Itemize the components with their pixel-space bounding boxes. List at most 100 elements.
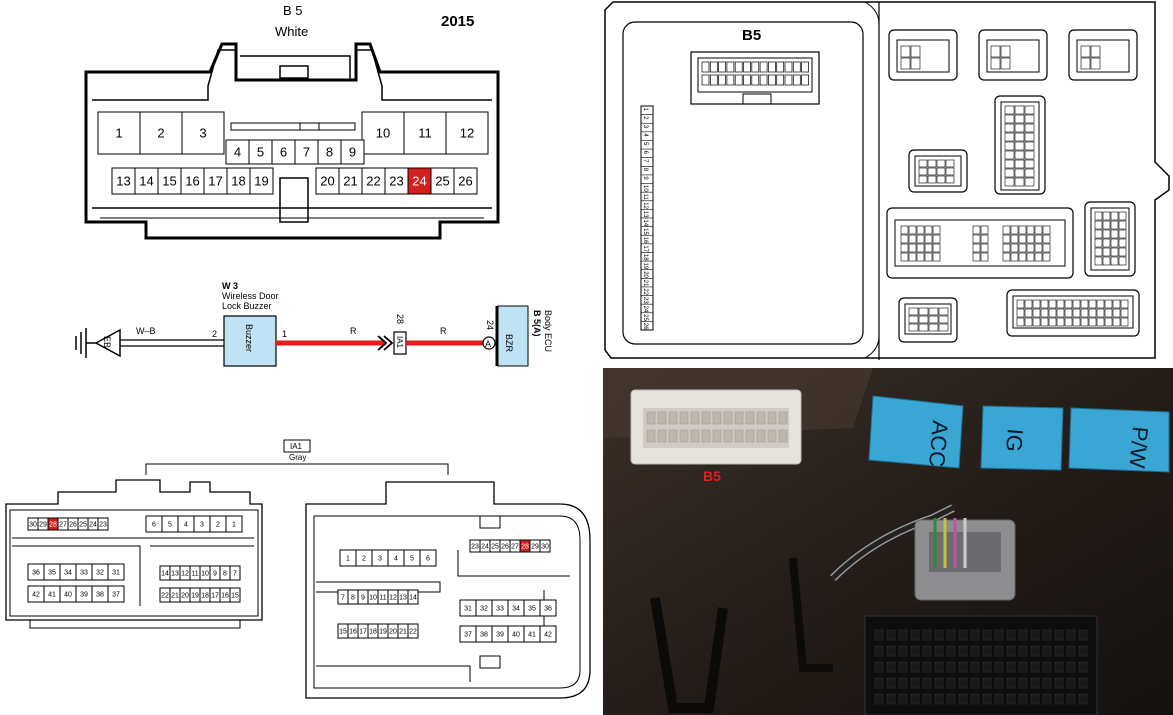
socket-cavity <box>792 61 801 73</box>
ia1-right-pin: 6 <box>419 549 437 567</box>
b5-strip-pin: 26 <box>641 321 653 330</box>
fuse-cavity <box>1024 317 1033 327</box>
svg-text:20: 20 <box>642 271 648 278</box>
fuse-cavity <box>1104 308 1113 318</box>
socket-cavity <box>759 74 768 86</box>
socket-cavity <box>768 61 776 73</box>
fuse-cavity <box>1024 141 1035 151</box>
svg-text:37: 37 <box>464 632 472 639</box>
ia1-left-pin: 20 <box>179 587 191 603</box>
svg-text:34: 34 <box>512 606 520 613</box>
ia1-left-pin: 1 <box>225 515 243 533</box>
photo-black-cavity <box>910 629 920 641</box>
ia1-left-pin: 21 <box>169 587 181 603</box>
svg-text:18: 18 <box>231 174 245 189</box>
svg-text:17: 17 <box>211 593 219 600</box>
connector-arrow-icon <box>377 335 394 351</box>
photo-black-cavity <box>1054 661 1064 673</box>
svg-text:16: 16 <box>221 593 229 600</box>
socket-cavity <box>726 74 735 86</box>
fuse-cavity <box>980 243 989 253</box>
fuse-cavity <box>1032 308 1041 318</box>
photo-black-cavity <box>970 629 980 641</box>
b5-middle-pin: 5 <box>248 139 273 165</box>
svg-text:21: 21 <box>343 174 357 189</box>
ia1-right-pin: 41 <box>523 625 541 643</box>
buzzer-pin-out: 1 <box>282 329 287 339</box>
photo-black-cavity <box>1018 677 1028 689</box>
svg-text:41: 41 <box>528 632 536 639</box>
fuse-cavity <box>972 225 981 235</box>
fuse-cavity <box>1004 105 1015 115</box>
connector-block-bottom-left <box>898 297 958 343</box>
ia1-left-pin: 14 <box>159 565 171 581</box>
photo-black-cavity <box>1054 677 1064 689</box>
ia1-left-pin: 11 <box>189 565 201 581</box>
junction-label: IA1 <box>395 336 404 349</box>
svg-text:1: 1 <box>232 522 236 529</box>
svg-text:4: 4 <box>184 522 188 529</box>
svg-text:4: 4 <box>642 133 648 137</box>
fuse-cavity <box>1014 132 1025 142</box>
photo-black-cavity <box>910 693 920 705</box>
b5-strip-pin: 11 <box>641 191 653 201</box>
fuse-cavity <box>938 307 949 316</box>
ia1-right-pin: 32 <box>475 599 493 617</box>
fuse-cavity <box>1024 105 1035 115</box>
photo-pin-cavity <box>756 411 766 425</box>
fuse-cavity <box>1016 299 1025 309</box>
fuse-cavity <box>1032 299 1041 309</box>
fuse-cavity <box>1094 238 1103 248</box>
svg-text:23: 23 <box>389 174 403 189</box>
fuse-cavity <box>1004 123 1015 133</box>
ia1-right-pin: 9 <box>357 589 369 605</box>
ia1-left-pin: 16 <box>219 587 231 603</box>
fuse-cavity <box>1002 225 1011 235</box>
svg-text:9: 9 <box>349 145 356 160</box>
fuse-cavity <box>1004 132 1015 142</box>
fuse-cavity <box>1110 211 1119 221</box>
fuse-cavity <box>990 45 1001 58</box>
ecu-pin: 24 <box>485 320 495 330</box>
svg-text:3: 3 <box>200 522 204 529</box>
fuse-cavity <box>927 175 937 184</box>
fuse-cavity <box>1102 211 1111 221</box>
ia1-left-pin: 33 <box>75 563 93 581</box>
b5-bottom-pin: 19 <box>249 167 274 195</box>
b5-strip-pin: 8 <box>641 166 653 172</box>
photo-black-cavity <box>982 629 992 641</box>
photo-black-cavity <box>994 661 1004 673</box>
svg-text:15: 15 <box>642 228 648 235</box>
fuse-cavity <box>945 167 955 176</box>
fuse-cavity <box>1014 159 1025 169</box>
ia1-left-pin: 35 <box>43 563 61 581</box>
fuse-cavity <box>1104 299 1113 309</box>
fuse-cavity <box>1120 317 1129 327</box>
fuse-cavity <box>1024 114 1035 124</box>
socket-cavity <box>751 61 760 73</box>
photo-black-cavity <box>1066 645 1076 657</box>
svg-text:11: 11 <box>191 571 198 578</box>
fuse-cavity <box>1042 243 1051 253</box>
b5-strip-pin: 23 <box>641 295 653 304</box>
svg-text:23: 23 <box>99 522 107 529</box>
fuse-cavity <box>1024 299 1033 309</box>
b5-strip-pin: 20 <box>641 269 653 279</box>
svg-text:12: 12 <box>389 595 397 602</box>
photo-black-cavity <box>898 645 908 657</box>
fuse-cavity <box>927 167 937 176</box>
fuse-cavity <box>924 243 933 253</box>
photo-black-cavity <box>1054 693 1064 705</box>
fuse-cavity <box>1004 141 1015 151</box>
fuse-cavity <box>916 225 925 235</box>
svg-text:16: 16 <box>185 174 199 189</box>
b5-strip-pin: 14 <box>641 217 653 227</box>
ecu-circle-label: A <box>485 339 491 349</box>
fuse-cavity <box>1034 234 1043 244</box>
svg-text:40: 40 <box>64 592 72 599</box>
b5-strip-pin: 21 <box>641 278 653 287</box>
b5-bottom-pin: 17 <box>203 167 228 195</box>
svg-text:30: 30 <box>29 522 37 529</box>
photo-black-cavity <box>1006 629 1016 641</box>
ia1-right-pin: 4 <box>387 549 405 567</box>
